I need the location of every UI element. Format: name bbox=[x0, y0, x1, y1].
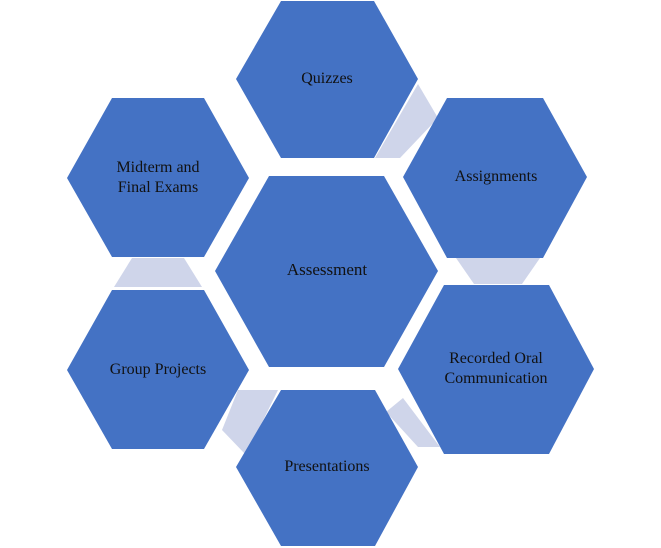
hexagon-assessment-center: Assessment bbox=[215, 176, 438, 367]
label-group-projects: Group Projects bbox=[110, 361, 206, 378]
label-assessment: Assessment bbox=[287, 260, 368, 279]
connectors bbox=[114, 84, 540, 455]
label-line: Group Projects bbox=[110, 361, 206, 378]
connector-presentations-group bbox=[222, 390, 278, 455]
connector-assignments-recorded bbox=[456, 258, 540, 284]
label-presentations: Presentations bbox=[284, 458, 369, 475]
label-line: Presentations bbox=[284, 458, 369, 475]
label-line: Communication bbox=[444, 370, 547, 387]
connector-quizzes-assignments bbox=[375, 84, 438, 158]
label-quizzes: Quizzes bbox=[301, 70, 353, 87]
label-line: Midterm and bbox=[116, 159, 199, 176]
label-assignments: Assignments bbox=[455, 168, 538, 185]
label-line: Recorded Oral bbox=[449, 350, 543, 367]
hexagon-group-projects: Group Projects bbox=[67, 290, 249, 449]
connector-recorded-presentations bbox=[386, 398, 440, 447]
connector-group-midterm bbox=[114, 258, 202, 287]
label-line: Assignments bbox=[455, 168, 538, 185]
hexagon-assignments: Assignments bbox=[403, 98, 587, 258]
label-line: Quizzes bbox=[301, 70, 353, 87]
label-line: Final Exams bbox=[118, 179, 198, 196]
hexagon-quizzes: Quizzes bbox=[236, 1, 418, 158]
hexagon-presentations: Presentations bbox=[236, 390, 418, 546]
